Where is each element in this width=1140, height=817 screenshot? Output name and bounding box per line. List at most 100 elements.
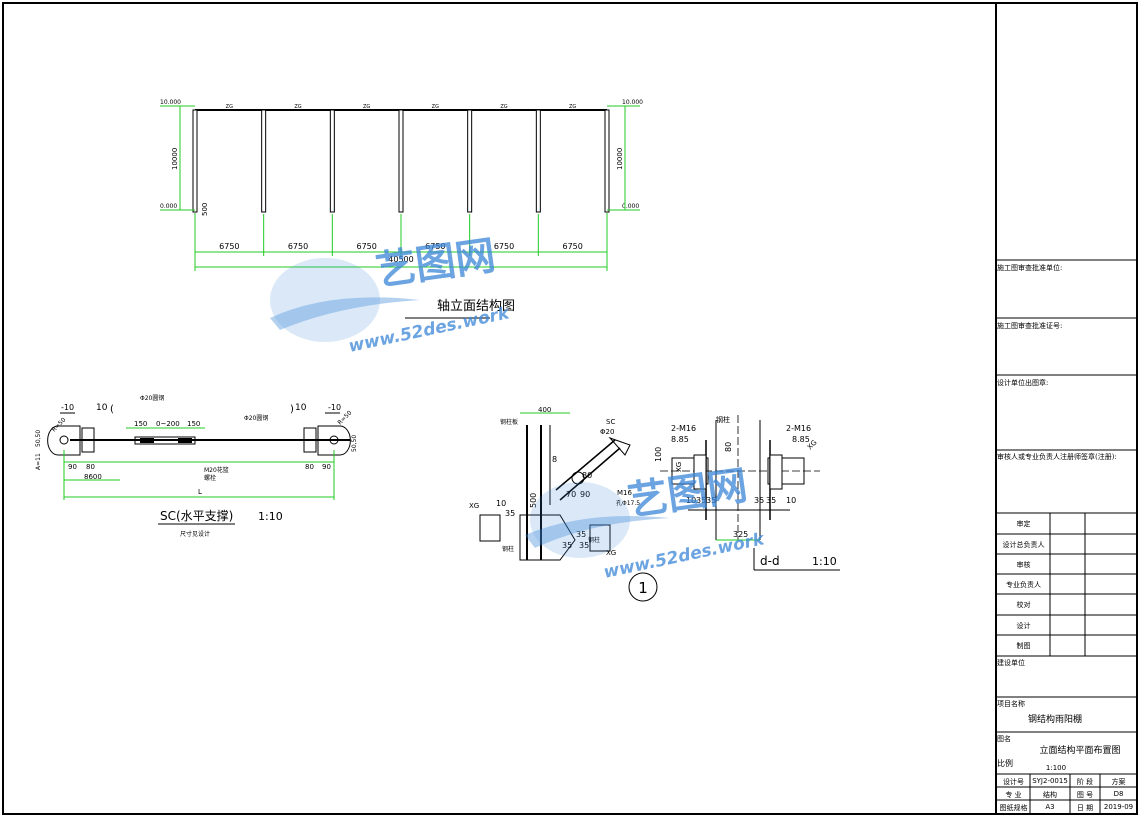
dim-90-left: 90: [68, 463, 77, 471]
design-unit-label: 设计单位出图章:: [997, 379, 1049, 387]
role-0: 审定: [1016, 520, 1031, 528]
title-block-lines: [996, 259, 1137, 814]
role-6: 制图: [1016, 642, 1031, 650]
svg-text:): ): [290, 404, 294, 415]
dd-small-2: 35: [706, 496, 716, 505]
xg-left: XG: [675, 462, 683, 472]
node-dim-4: 35: [505, 509, 515, 518]
grid-2-1: A3: [1045, 803, 1055, 811]
plate-left: -10: [61, 403, 74, 412]
node-label-4: 孔Φ17.5: [616, 499, 640, 507]
section-dd: 2-M16 2-M16 8.85 8.85 XG XG 100 80 钢柱 32…: [654, 415, 840, 571]
span-dim-5: 6750: [494, 242, 514, 251]
grid-2-2: 日 期: [1076, 804, 1094, 812]
column-4: [398, 109, 404, 213]
turnbuckle: [134, 436, 196, 445]
beam-label-4: ZG: [432, 104, 439, 110]
dd-scale: 1:10: [812, 555, 837, 568]
project-label: 项目名称: [997, 700, 1025, 708]
dd-small-0: 10: [686, 496, 696, 505]
beam-label-5: ZG: [500, 104, 507, 110]
registered-label: 审核人或专业负责人注册师签章(注册):: [997, 453, 1117, 461]
review-unit-label: 施工图审查批准单位:: [997, 264, 1063, 272]
node-dim-1: 90: [580, 490, 590, 499]
total-span: 40500: [388, 255, 413, 264]
column-7: [604, 109, 610, 213]
role-2: 审核: [1016, 561, 1031, 569]
grid-0-1: SYJ2-0015: [1032, 777, 1068, 785]
node-detail-1: 400 钢柱板 SC Φ20 M16 孔Φ17.5 XG XG 钢柱 钢柱 70…: [469, 406, 658, 602]
client-label: 建设单位: [997, 659, 1025, 667]
dd-small-3: 10: [786, 496, 796, 505]
watermark-url-2: www.52des.work: [602, 529, 768, 583]
role-1: 设计总负责人: [1002, 541, 1045, 549]
grid-2-3: 2019-09: [1103, 803, 1134, 811]
span-dim-2: 6750: [288, 242, 308, 251]
node-label-0: 钢柱板: [500, 418, 518, 426]
turnbuckle-label: M20花篮: [204, 466, 229, 474]
height-dim-left: 10000: [171, 148, 179, 170]
scale-value: 1:100: [1045, 764, 1067, 772]
span-dim-1: 6750: [219, 242, 239, 251]
node-dim-9: 8: [552, 455, 557, 464]
drawing-label: 图名: [997, 735, 1011, 743]
span-dim-4: 6750: [425, 242, 445, 251]
level-top-left: 10.000: [160, 99, 181, 106]
plate-right: -10: [328, 403, 341, 412]
node-label-2: Φ20: [600, 428, 614, 436]
side-left: 50,50: [35, 430, 42, 447]
node-label-6: XG: [606, 549, 616, 557]
drawing-name: 立面结构平面布置图: [1039, 746, 1121, 756]
dim-90-right: 90: [322, 463, 331, 471]
node-label-3: M16: [617, 489, 632, 497]
sc-note: 尺寸见设计: [180, 530, 210, 538]
column-2: [261, 109, 267, 213]
dim-range: 0~200: [156, 420, 180, 428]
node-dim-8: 500: [529, 493, 538, 508]
label-a: A=11: [35, 453, 42, 470]
grid-2-0: 图纸规格: [999, 804, 1028, 812]
node-dim-2: 80: [582, 471, 592, 480]
dim-L: L: [198, 488, 202, 496]
dim-10-right: 10: [295, 403, 307, 413]
detail-marker-label: 1: [638, 579, 648, 597]
span-dim-3: 6750: [356, 242, 376, 251]
rod-left-label: Φ20圆钢: [140, 394, 164, 402]
node-dim-5: 35: [576, 530, 586, 539]
node-label-8: 钢柱: [588, 536, 600, 544]
node-dim-7: 35: [579, 541, 589, 550]
sc-detail: -10 -10 10 10 ( ) Φ20圆钢 Φ20圆钢 150 0~200 …: [35, 394, 358, 538]
dim-10-left: 10: [96, 403, 108, 413]
node-label-1: SC: [606, 418, 615, 426]
bolts-left: 2-M16: [671, 424, 696, 433]
beam-label-3: ZG: [363, 104, 370, 110]
grid-0-3: 方案: [1111, 778, 1126, 786]
dd-small-4: 35: [754, 496, 764, 505]
role-3: 专业负责人: [1006, 581, 1041, 589]
dim-8600: 8600: [84, 473, 102, 481]
dim-885-left: 8.85: [671, 435, 689, 444]
beam-label-1: ZG: [226, 104, 233, 110]
grid-1-2: 图 号: [1076, 791, 1094, 799]
detail-marker: [628, 572, 658, 602]
node-dim-0: 70: [566, 490, 576, 499]
grid-1-1: 结构: [1043, 791, 1057, 799]
role-5: 设计: [1016, 622, 1031, 630]
dim-150-left: 150: [134, 420, 147, 428]
node-label-5: XG: [469, 502, 479, 510]
dim-80: 80: [724, 442, 733, 452]
column-5: [467, 109, 473, 213]
bolts-right: 2-M16: [786, 424, 811, 433]
review-cert-label: 施工图审查批准证号:: [997, 322, 1063, 330]
node-dim-3: 10: [496, 499, 506, 508]
svg-text:(: (: [110, 404, 114, 415]
dim-400: 400: [538, 406, 551, 414]
grid-1-0: 专 业: [1005, 791, 1022, 799]
dim-150-right: 150: [187, 420, 200, 428]
dd-small-1: 35: [696, 496, 706, 505]
project-name: 钢结构雨阳棚: [1027, 715, 1082, 725]
dim-80-left: 80: [86, 463, 95, 471]
